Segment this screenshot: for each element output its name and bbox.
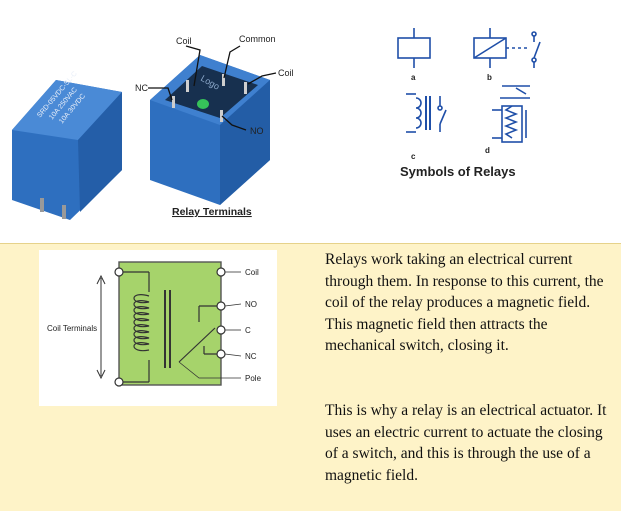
terminal-label-nc: NC — [245, 352, 257, 361]
symbol-d — [492, 85, 530, 143]
symbol-c — [406, 93, 447, 133]
explanation-paragraph-2: This is why a relay is an electrical act… — [325, 402, 607, 484]
leader-no — [221, 115, 247, 131]
symbol-letter-d: d — [485, 146, 490, 155]
label-common: Common — [239, 34, 276, 44]
label-no: NO — [250, 126, 264, 136]
relay-left-image: SRD-05VDC-SL-C 10A 250VAC 10A 30VDC — [12, 70, 122, 220]
terminal-label-pole: Pole — [245, 374, 262, 383]
explanation-paragraph-1: Relays work taking an electrical current… — [325, 251, 604, 355]
symbol-a — [397, 28, 431, 68]
coil-terminals-label: Coil Terminals — [47, 324, 97, 333]
leader-nc — [148, 87, 173, 101]
label-coil-top: Coil — [176, 36, 192, 46]
symbol-letter-c: c — [411, 152, 416, 161]
leader-coil-right — [247, 72, 277, 85]
symbol-letter-b: b — [487, 73, 492, 82]
relay-terminals-caption: Relay Terminals — [172, 206, 252, 218]
terminal-label-no: NO — [245, 300, 257, 309]
leader-common — [223, 45, 241, 79]
terminal-label-coil: Coil — [245, 268, 259, 277]
relay-right-image: Logo — [150, 55, 270, 205]
label-coil-right: Coil — [278, 68, 294, 78]
symbol-letter-a: a — [411, 73, 416, 82]
label-nc: NC — [135, 83, 148, 93]
relay-symbols-diagram: a b c d Symbols of Relays — [397, 28, 541, 179]
relay-terminals-photo: SRD-05VDC-SL-C 10A 250VAC 10A 30VDC Logo… — [12, 34, 294, 220]
symbol-b — [473, 28, 541, 68]
leader-coil-top — [185, 45, 201, 87]
symbols-caption: Symbols of Relays — [400, 164, 516, 179]
relay-schematic-diagram: Coil Terminals Coil NO C NC Pole — [39, 250, 277, 406]
terminal-label-c: C — [245, 326, 251, 335]
